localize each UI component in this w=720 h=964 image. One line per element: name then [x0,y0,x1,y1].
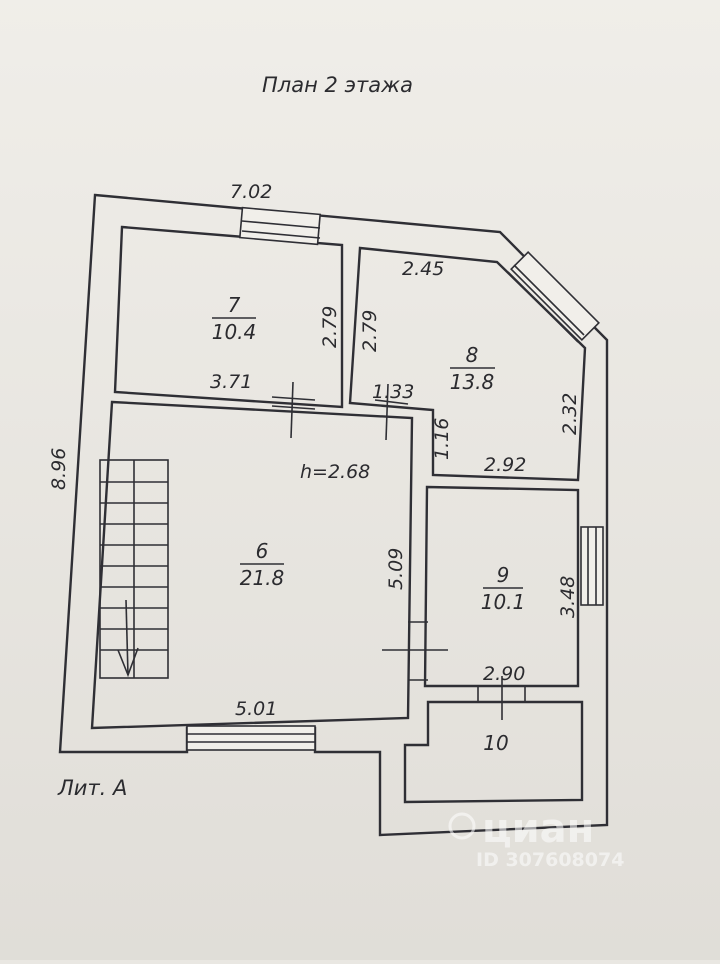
dim-r7-width: 3.71 [210,371,252,393]
ceiling-height: h=2.68 [300,461,370,483]
room-7-area: 10.4 [212,320,257,344]
lit-label: Лит. А [57,776,127,800]
room-7-number: 7 [228,293,241,317]
room-10-number: 10 [483,731,508,755]
dim-r8-bottom: 2.92 [484,454,526,476]
room-9-outline [423,485,580,688]
door-marks [271,381,526,720]
room-8-area: 13.8 [450,370,495,394]
room-6-area: 21.8 [240,566,285,590]
dim-r8-notch-height: 1.16 [431,418,453,460]
dim-top-width: 7.02 [230,181,272,203]
cian-logo-icon [448,812,476,840]
room-6-label: 6 21.8 [240,539,285,590]
dim-r6-bottom: 5.01 [235,698,277,720]
dim-r6-right: 5.09 [385,548,407,590]
watermark-id: ID 307608074 [476,849,624,871]
watermark: циан ID 307608074 [448,806,624,871]
dim-r8-right: 2.32 [559,393,581,435]
window-bottom [186,725,316,751]
room-8-number: 8 [466,343,479,367]
room-9-area: 10.1 [481,590,526,614]
dim-r7-height: 2.79 [319,306,341,348]
staircase [99,459,169,679]
room-6-outline [90,400,414,730]
room-9-label: 9 10.1 [481,563,526,614]
window-top [238,206,322,246]
room-8-label: 8 13.8 [450,343,495,394]
dim-left-height: 8.96 [48,448,70,490]
room-6-number: 6 [256,539,269,563]
room-10-outline [403,700,584,804]
stair-direction-arrow [117,599,139,678]
room-7-label: 7 10.4 [212,293,257,344]
dim-r9-right: 3.48 [557,576,579,618]
window-right [580,526,604,606]
dim-r8-top: 2.45 [402,258,444,280]
room-9-number: 9 [497,563,510,587]
watermark-brand: циан [482,806,594,852]
dim-r9-bottom: 2.90 [483,663,525,685]
window-corner [507,251,600,343]
dim-r8-left: 2.79 [359,310,381,352]
dim-r8-notch-width: 1.33 [372,381,414,403]
plan-title: План 2 этажа [262,73,413,97]
